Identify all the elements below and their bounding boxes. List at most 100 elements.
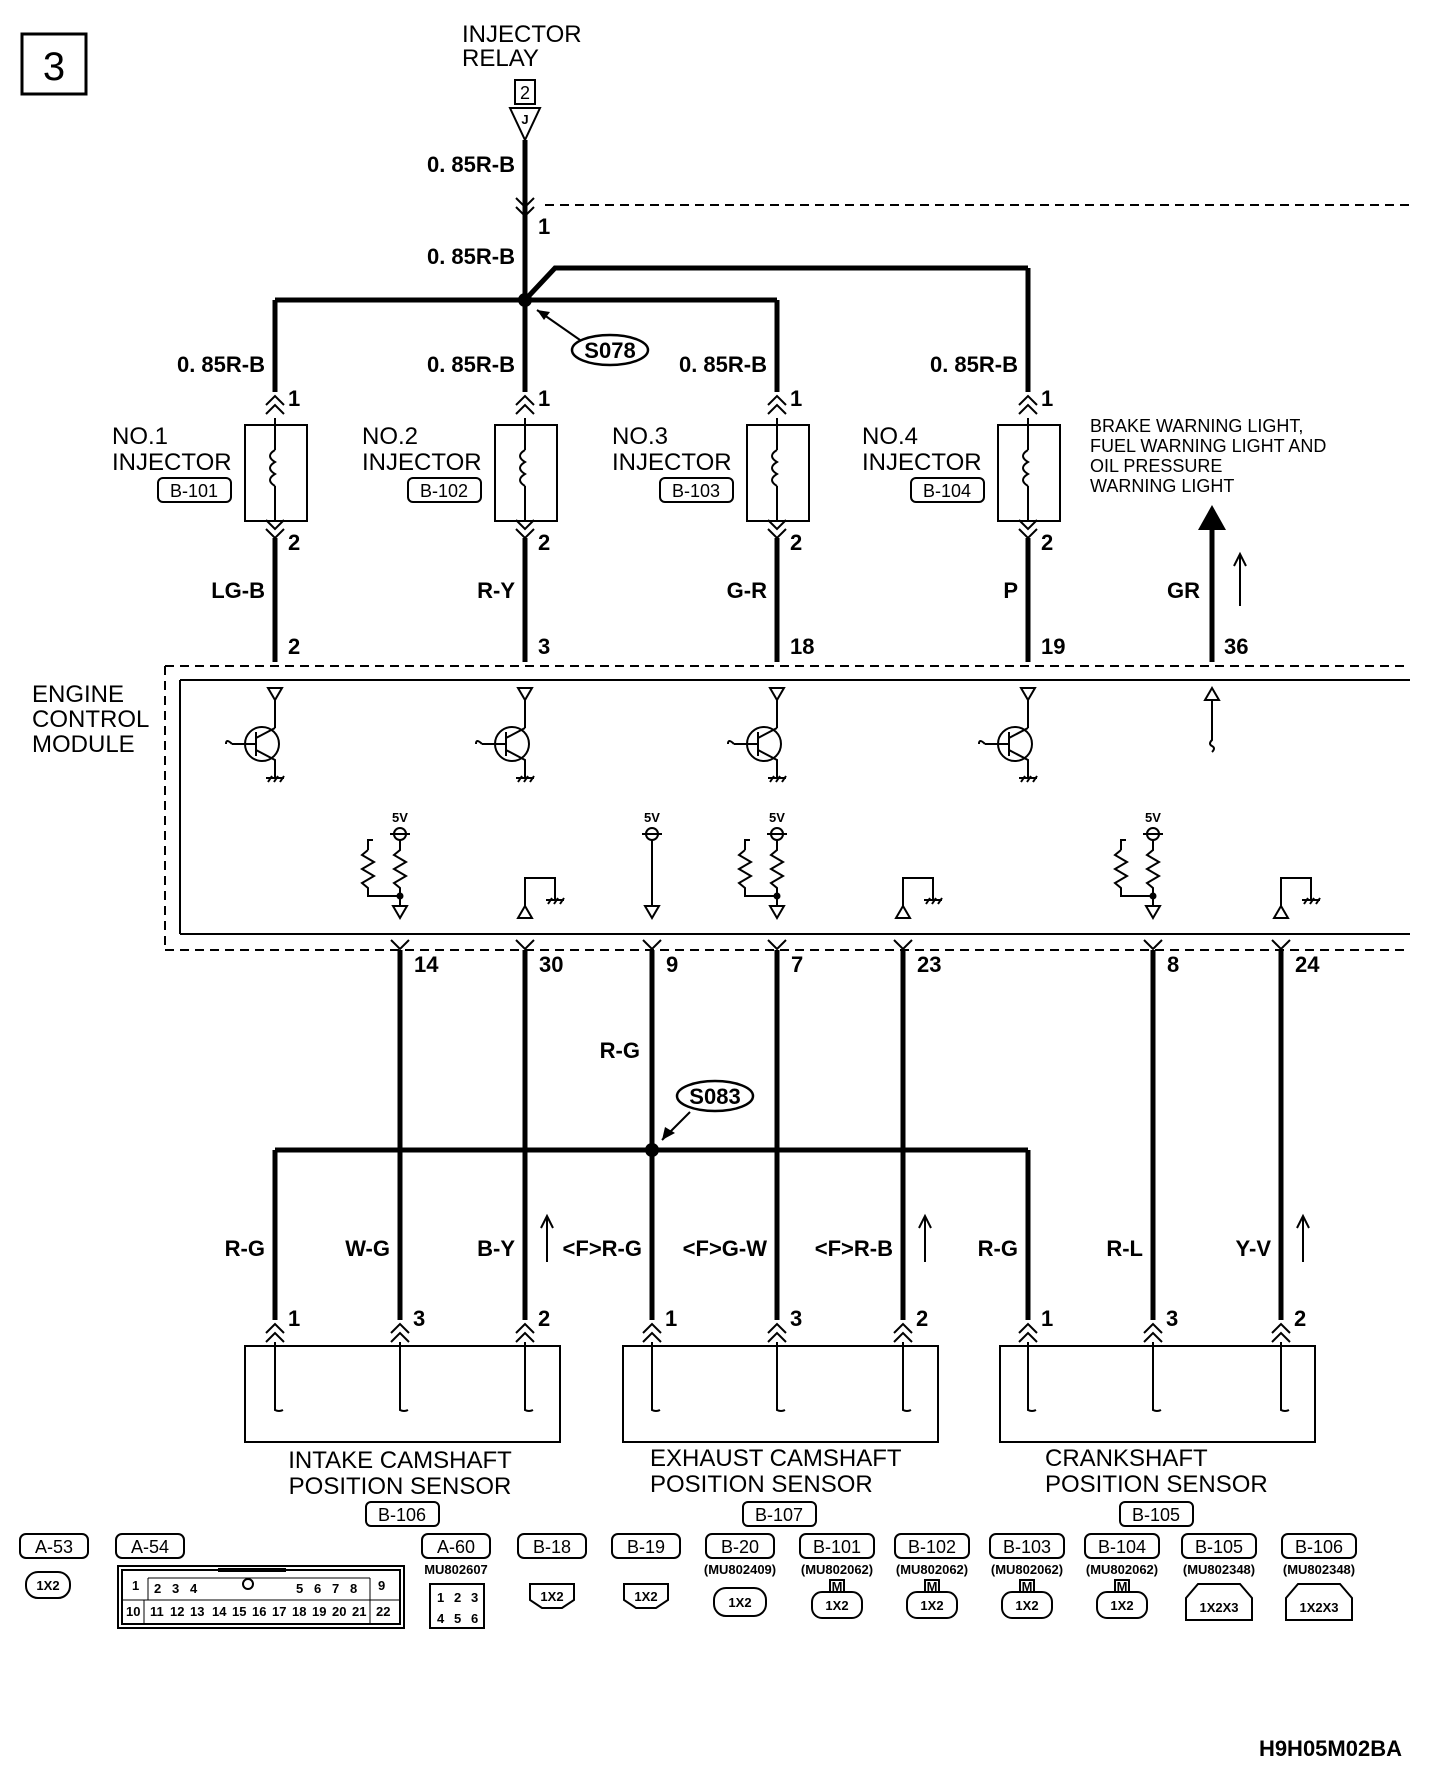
ecm-pin-24: 24 — [1295, 952, 1320, 977]
sensor-pin-7: 1 — [1041, 1306, 1053, 1331]
injector-4-wire-out: P — [1003, 578, 1018, 603]
a54-pin-19: 19 — [312, 1604, 326, 1619]
legend-b20-glyph: 1X2 — [728, 1595, 751, 1610]
ecm-5v-label-4: 5V — [1145, 810, 1161, 825]
injector-4-line2: INJECTOR — [862, 449, 982, 476]
injector-2-wire-out: R-Y — [477, 578, 515, 603]
sensor-wire-7: R-G — [978, 1236, 1018, 1261]
a54-pin-11: 11 — [150, 1604, 164, 1619]
a54-pin-18: 18 — [292, 1604, 306, 1619]
legend-b104-part: (MU802062) — [1086, 1562, 1158, 1577]
legend-a53-id: A-53 — [35, 1537, 73, 1557]
injector-2: 0. 85R-B 1 2 R-Y 3 NO.2 INJECTOR B-102 — [362, 352, 558, 662]
warning-line1: BRAKE WARNING LIGHT, — [1090, 416, 1303, 436]
injector-4-pin-out: 2 — [1041, 530, 1053, 555]
injector-3: 0. 85R-B 1 2 G-R 18 NO.3 INJECTOR B-103 — [612, 352, 814, 662]
ecm-5v-label-2: 5V — [644, 810, 660, 825]
sensor-wire-9: Y-V — [1236, 1236, 1272, 1261]
sensor-wire-8: R-L — [1106, 1236, 1143, 1261]
injector-1-pin-out: 2 — [288, 530, 300, 555]
relay-connector-pin: 2 — [520, 83, 530, 103]
a60-pin-2: 2 — [454, 1590, 461, 1605]
splice-wire-label: R-G — [600, 1038, 640, 1063]
a54-pin-12: 12 — [170, 1604, 184, 1619]
legend-b20-part: (MU802409) — [704, 1562, 776, 1577]
legend-b101-glyph: 1X2 — [825, 1598, 848, 1613]
legend-b101-marker: M — [832, 1579, 843, 1594]
sensor-intake-connector: B-106 — [378, 1505, 426, 1525]
sensor-exhaust-line1: EXHAUST CAMSHAFT — [650, 1445, 902, 1472]
injector-1-wire-in: 0. 85R-B — [177, 352, 265, 377]
legend-b103-id: B-103 — [1003, 1537, 1051, 1557]
injector-4-pin-in: 1 — [1041, 386, 1053, 411]
warning-line4: WARNING LIGHT — [1090, 476, 1234, 496]
ecm-label-3: MODULE — [32, 731, 135, 758]
sensor-intake-camshaft: INTAKE CAMSHAFT POSITION SENSOR B-106 — [244, 1322, 561, 1527]
legend-b102-marker: M — [927, 1579, 938, 1594]
page-number: 3 — [43, 45, 65, 89]
ecm-bottom-wiring: 14 30 9 7 23 8 24 R-G S083 R-G W-G B-Y <… — [225, 939, 1320, 1331]
a54-pin-10: 10 — [126, 1604, 140, 1619]
ecm-label-1: ENGINE — [32, 681, 124, 708]
a54-pin-7: 7 — [332, 1581, 339, 1596]
sensor-pin-4: 1 — [665, 1306, 677, 1331]
ecm-pin-23: 23 — [917, 952, 941, 977]
relay-connector-id: J — [521, 112, 528, 127]
sensor-pin-2: 3 — [413, 1306, 425, 1331]
injector-3-pin-out: 2 — [790, 530, 802, 555]
legend-b106-part: (MU802348) — [1283, 1562, 1355, 1577]
legend-a60-id: A-60 — [437, 1537, 475, 1557]
injector-3-wire-out: G-R — [727, 578, 767, 603]
injector-2-line2: INJECTOR — [362, 449, 482, 476]
a54-pin-16: 16 — [252, 1604, 266, 1619]
injector-2-ecm-pin: 3 — [538, 634, 550, 659]
sensor-crankshaft: CRANKSHAFT POSITION SENSOR B-105 — [999, 1322, 1316, 1527]
injector-1-connector: B-101 — [170, 481, 218, 501]
injector-1-pin-in: 1 — [288, 386, 300, 411]
top-wire-lower: 0. 85R-B — [427, 244, 515, 269]
sensor-wire-3: B-Y — [477, 1236, 515, 1261]
a54-pin-1: 1 — [132, 1578, 139, 1593]
connector-legend: A-53 1X2 A-54 1 2 3 4 5 6 7 8 9 10 11 12… — [19, 1533, 1357, 1629]
splice-s083: S083 — [689, 1084, 740, 1109]
sensor-exhaust-camshaft: EXHAUST CAMSHAFT POSITION SENSOR B-107 — [622, 1322, 939, 1527]
a54-pin-4: 4 — [190, 1581, 198, 1596]
legend-b103-glyph: 1X2 — [1015, 1598, 1038, 1613]
a60-pin-6: 6 — [471, 1611, 478, 1626]
sensor-pin-6: 2 — [916, 1306, 928, 1331]
legend-b101-id: B-101 — [813, 1537, 861, 1557]
injector-3-pin-in: 1 — [790, 386, 802, 411]
injector-1: 0. 85R-B 1 2 LG-B 2 NO.1 INJECTOR B-101 — [112, 352, 308, 662]
a54-pin-20: 20 — [332, 1604, 346, 1619]
relay-label-2: RELAY — [462, 45, 539, 72]
a54-pin-21: 21 — [352, 1604, 366, 1619]
legend-a54-id: A-54 — [131, 1537, 169, 1557]
legend-b105-id: B-105 — [1195, 1537, 1243, 1557]
injector-4-wire-in: 0. 85R-B — [930, 352, 1018, 377]
legend-b103-marker: M — [1022, 1579, 1033, 1594]
warning-wire: GR — [1167, 578, 1200, 603]
sensor-crank-connector: B-105 — [1132, 1505, 1180, 1525]
legend-a60-part: MU802607 — [424, 1562, 488, 1577]
injector-3-connector: B-103 — [672, 481, 720, 501]
legend-b101-part: (MU802062) — [801, 1562, 873, 1577]
sensor-intake-line2: POSITION SENSOR — [289, 1473, 512, 1500]
a60-pin-5: 5 — [454, 1611, 461, 1626]
sensor-wire-1: R-G — [225, 1236, 265, 1261]
injector-2-connector: B-102 — [420, 481, 468, 501]
injector-1-line2: INJECTOR — [112, 449, 232, 476]
ecm-pin-30: 30 — [539, 952, 563, 977]
splice-s078: S078 — [584, 338, 635, 363]
legend-b103-part: (MU802062) — [991, 1562, 1063, 1577]
legend-b102-id: B-102 — [908, 1537, 956, 1557]
a54-pin-13: 13 — [190, 1604, 204, 1619]
top-wire-pin: 1 — [538, 214, 550, 239]
legend-b19-glyph: 1X2 — [634, 1589, 657, 1604]
sensor-exhaust-line2: POSITION SENSOR — [650, 1471, 873, 1498]
sensor-crank-line2: POSITION SENSOR — [1045, 1471, 1268, 1498]
legend-b19-id: B-19 — [627, 1537, 665, 1557]
injector-4-ecm-pin: 19 — [1041, 634, 1065, 659]
ecm-label-2: CONTROL — [32, 706, 149, 733]
injector-4: 0. 85R-B 1 2 P 19 NO.4 INJECTOR B-104 — [862, 352, 1065, 662]
